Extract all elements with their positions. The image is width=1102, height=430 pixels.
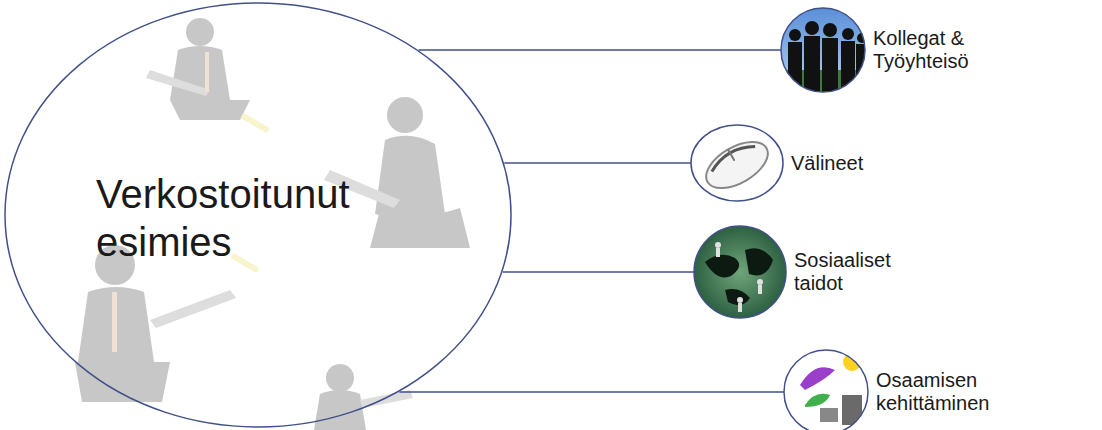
topic-circle: Kollegat & Työyhteisö <box>781 8 1007 92</box>
topic-circle: Sosiaaliset taidot <box>694 226 923 318</box>
circle-outline <box>694 226 790 318</box>
topic-label: Välineet <box>791 152 911 175</box>
people-icon <box>780 8 870 100</box>
circle-outline <box>691 125 787 201</box>
faded-figures <box>75 18 470 430</box>
connector-line <box>419 50 781 51</box>
topic-label: Osaamisen kehittäminen <box>876 369 1016 415</box>
topic-label: Sosiaaliset taidot <box>794 249 919 295</box>
topic-circle: Osaamisen kehittäminen <box>784 350 1020 430</box>
connector-line <box>503 272 694 273</box>
central-circle: Verkostoitunut esimies <box>4 2 512 428</box>
center-title: Verkostoitunut esimies <box>96 170 396 266</box>
circle-outline <box>784 350 872 430</box>
connector-line <box>399 392 784 393</box>
connector-line <box>504 163 691 164</box>
circle-outline <box>781 8 869 92</box>
topic-circle: Välineet <box>691 125 915 201</box>
mouse-icon <box>690 124 784 202</box>
topic-label: Kollegat & Työyhteisö <box>873 27 1003 73</box>
globe-icon <box>692 224 788 320</box>
development-icon <box>782 348 872 430</box>
